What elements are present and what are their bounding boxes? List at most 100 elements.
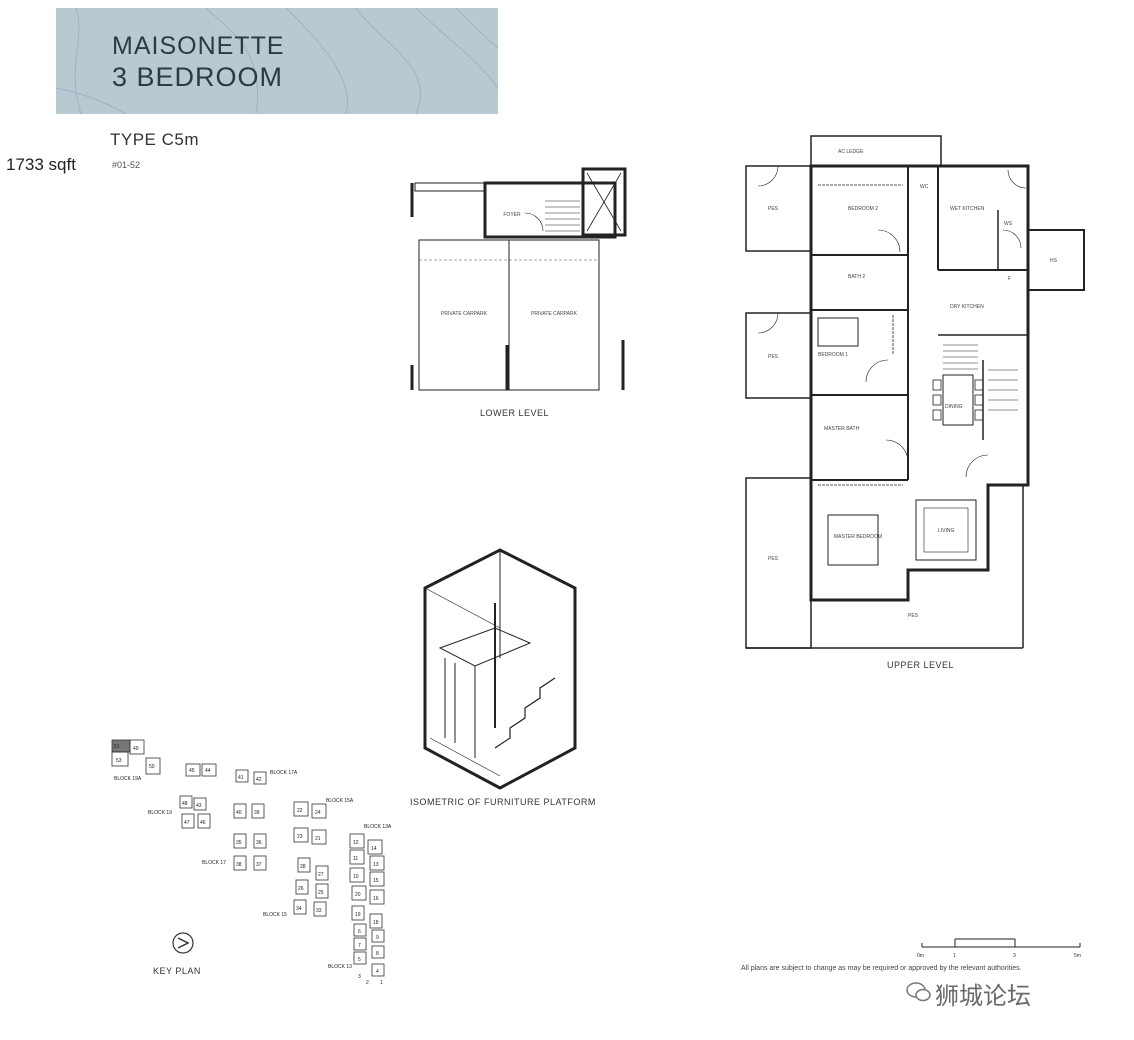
key-unit-43: 43 (196, 803, 202, 809)
key-unit-39: 39 (254, 810, 260, 816)
room-pes-left: PES (768, 556, 779, 562)
room-bedroom-2: BEDROOM 2 (848, 206, 878, 212)
key-block-17: BLOCK 17 (202, 860, 226, 866)
key-unit-1: 1 (380, 980, 383, 986)
key-unit-42: 42 (256, 777, 262, 783)
scale-bar: 0m 1 3 5m (917, 938, 1081, 959)
room-carpark-1: PRIVATE CARPARK (441, 311, 488, 317)
lower-level-plan: FOYER PRIVATE CARPARK PRIVATE CARPARK (410, 167, 627, 391)
scale-label-0: 0m (917, 953, 924, 959)
key-unit-48: 48 (182, 801, 188, 807)
isometric-caption: ISOMETRIC OF FURNITURE PLATFORM (410, 797, 596, 807)
key-unit-18: 18 (373, 920, 379, 926)
pes-mid-box (745, 312, 812, 399)
scale-label-3: 3 (1013, 953, 1016, 959)
key-unit-46: 46 (200, 820, 206, 826)
key-unit-10: 10 (353, 874, 359, 880)
living-sofa (915, 499, 977, 561)
title-banner: MAISONETTE 3 BEDROOM (56, 8, 498, 114)
title-line-2: 3 BEDROOM (112, 62, 284, 92)
room-master-bath: MASTER BATH (824, 426, 860, 432)
key-block-19a: BLOCK 19A (114, 776, 142, 782)
key-unit-24: 24 (315, 810, 321, 816)
room-wc: WC (920, 184, 929, 190)
key-unit-9: 9 (376, 935, 379, 941)
room-dining: DINING (945, 404, 963, 410)
key-block-19: BLOCK 19 (148, 810, 172, 816)
unit-outline (809, 164, 1030, 602)
key-unit-38: 38 (236, 862, 242, 868)
room-carpark-2: PRIVATE CARPARK (531, 311, 578, 317)
area-label: 1733 sqft (6, 155, 76, 174)
key-unit-3: 3 (358, 974, 361, 980)
carpark-2 (508, 239, 600, 391)
unit-numbers: #01-52 (112, 160, 141, 170)
room-pes-mid: PES (768, 354, 779, 360)
key-block-13: BLOCK 13 (328, 964, 352, 970)
key-unit-8: 8 (376, 951, 379, 957)
ac-ledge-box (810, 135, 942, 167)
key-unit-33: 33 (316, 908, 322, 914)
balcony-edge (414, 182, 486, 192)
unit-type-label: TYPE C5m (110, 130, 200, 149)
internal-stair (943, 344, 1018, 411)
key-unit-45: 45 (189, 768, 195, 774)
key-unit-28: 28 (300, 864, 306, 870)
wechat-icon (906, 982, 931, 1002)
room-living: LIVING (938, 528, 955, 534)
key-unit-21: 21 (315, 836, 321, 842)
key-unit-6: 6 (358, 929, 361, 935)
room-bath-2: BATH 2 (848, 274, 865, 280)
key-unit-34: 34 (296, 906, 302, 912)
disclaimer-text: All plans are subject to change as may b… (741, 965, 1022, 972)
title-line-1: MAISONETTE (112, 32, 285, 60)
key-block-17a: BLOCK 17A (270, 770, 298, 776)
key-unit-41: 41 (238, 775, 244, 781)
room-dry-kitchen: DRY KITCHEN (950, 304, 984, 310)
pes-left-box (745, 477, 812, 649)
scale-label-5: 5m (1074, 953, 1081, 959)
key-unit-20: 20 (355, 892, 361, 898)
upper-level-plan: AC LEDGE PES BEDROOM 2 WC WET KITCHEN WS… (745, 135, 1085, 649)
key-unit-16: 16 (373, 896, 379, 902)
key-unit-11: 11 (353, 856, 358, 862)
foyer-block (483, 181, 617, 239)
key-unit-49: 49 (133, 746, 139, 752)
key-block-13a: BLOCK 13A (364, 824, 392, 830)
stair (545, 200, 580, 232)
pes-top-box (745, 165, 812, 252)
key-unit-25: 25 (318, 890, 324, 896)
key-unit-27: 27 (318, 872, 324, 878)
bed-1 (817, 317, 859, 347)
lower-level-caption: LOWER LEVEL (480, 408, 550, 418)
key-unit-35: 35 (236, 840, 242, 846)
key-plan-caption: KEY PLAN (153, 966, 201, 976)
key-unit-47: 47 (184, 820, 190, 826)
room-pes-bottom: PES (908, 613, 919, 619)
key-plan: 51 49 5 3 50 45 44 48 43 47 46 41 42 40 3… (111, 739, 392, 986)
key-unit-40: 40 (236, 810, 242, 816)
room-foyer: FOYER (503, 212, 521, 218)
key-block-15a: BLOCK 15A (326, 798, 354, 804)
lift-core (581, 167, 627, 237)
room-wet-kitchen: WET KITCHEN (950, 206, 985, 212)
key-unit-37: 37 (256, 862, 262, 868)
room-master-bedroom: MASTER BEDROOM (834, 534, 882, 540)
key-unit-36: 36 (256, 840, 262, 846)
key-unit-51: 51 (114, 744, 120, 750)
room-f: F (1008, 276, 1011, 282)
key-unit-50: 50 (149, 764, 155, 770)
room-ws: WS (1004, 221, 1013, 227)
scale-label-1: 1 (953, 953, 956, 959)
key-unit-44: 44 (205, 768, 211, 774)
key-unit-13: 13 (373, 862, 379, 868)
upper-level-caption: UPPER LEVEL (887, 660, 955, 670)
platform (438, 627, 532, 667)
dining-table (942, 374, 974, 426)
master-bed (827, 514, 879, 566)
key-unit-12: 12 (353, 840, 359, 846)
key-unit-19: 19 (355, 912, 361, 918)
room-hs: HS (1050, 258, 1058, 264)
key-unit-5: 5 (358, 957, 361, 963)
contour-pattern (56, 8, 498, 114)
